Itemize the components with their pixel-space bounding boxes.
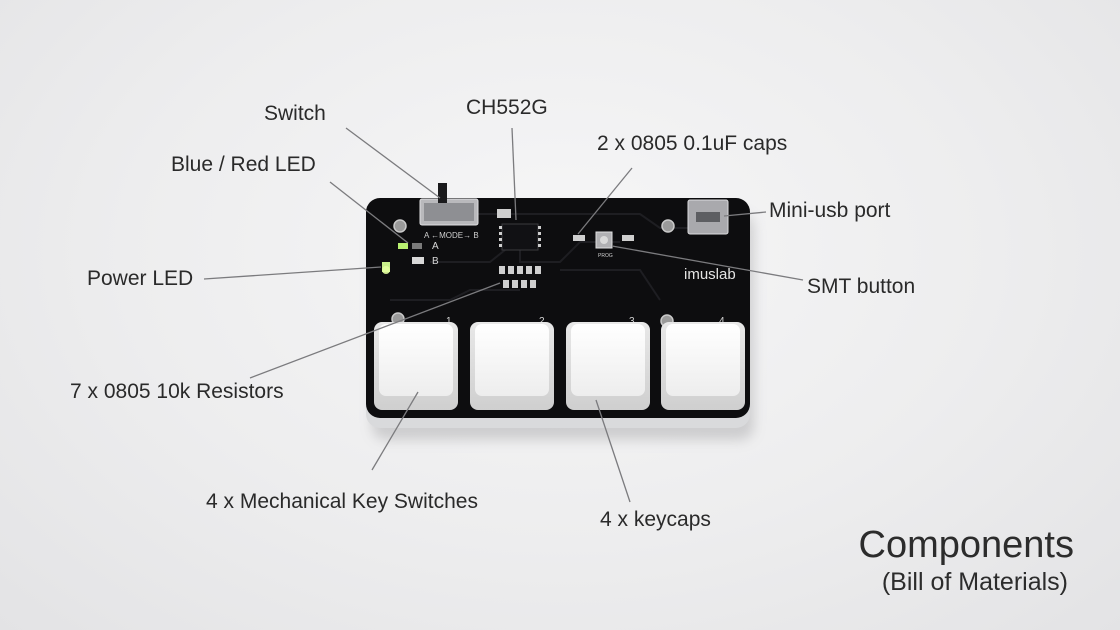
key-number-3: 3	[629, 316, 635, 327]
pcb-traces	[390, 213, 690, 301]
key-number-2: 2	[539, 316, 545, 327]
key-number-1: 1	[446, 316, 452, 327]
keycap-1	[374, 322, 458, 410]
slide-switch	[419, 183, 479, 226]
callout-switch: Switch	[264, 102, 326, 125]
title: Components	[858, 524, 1074, 566]
callout-keycaps: 4 x keycaps	[600, 508, 711, 531]
resistor-array	[499, 266, 541, 288]
leader-lines	[203, 127, 804, 503]
subtitle: (Bill of Materials)	[881, 568, 1068, 596]
ch552g-chip	[497, 209, 541, 251]
silk-led-b: B	[432, 256, 439, 267]
board-brand: imuslab	[684, 266, 736, 283]
silk-led-a: A	[432, 241, 439, 252]
mini-usb-port	[687, 199, 729, 235]
callout-caps: 2 x 0805 0.1uF caps	[597, 132, 788, 155]
callout-resistors: 7 x 0805 10k Resistors	[70, 380, 284, 403]
keycap-4	[661, 322, 745, 410]
callout-blue-red-led: Blue / Red LED	[171, 153, 316, 176]
caps-and-button	[573, 231, 634, 249]
keycap-2	[470, 322, 554, 410]
key-number-4: 4	[719, 316, 725, 327]
callout-smt-button: SMT button	[807, 275, 916, 298]
callout-power-led: Power LED	[87, 267, 194, 290]
callout-ch552g: CH552G	[466, 96, 548, 119]
callout-mini-usb: Mini-usb port	[769, 199, 891, 222]
silk-prog: PROG	[598, 253, 613, 259]
keycap-3	[566, 322, 650, 410]
callout-key-switches: 4 x Mechanical Key Switches	[206, 490, 478, 513]
silk-mode-label: A ←MODE→ B	[424, 231, 479, 240]
status-leds	[382, 243, 424, 274]
